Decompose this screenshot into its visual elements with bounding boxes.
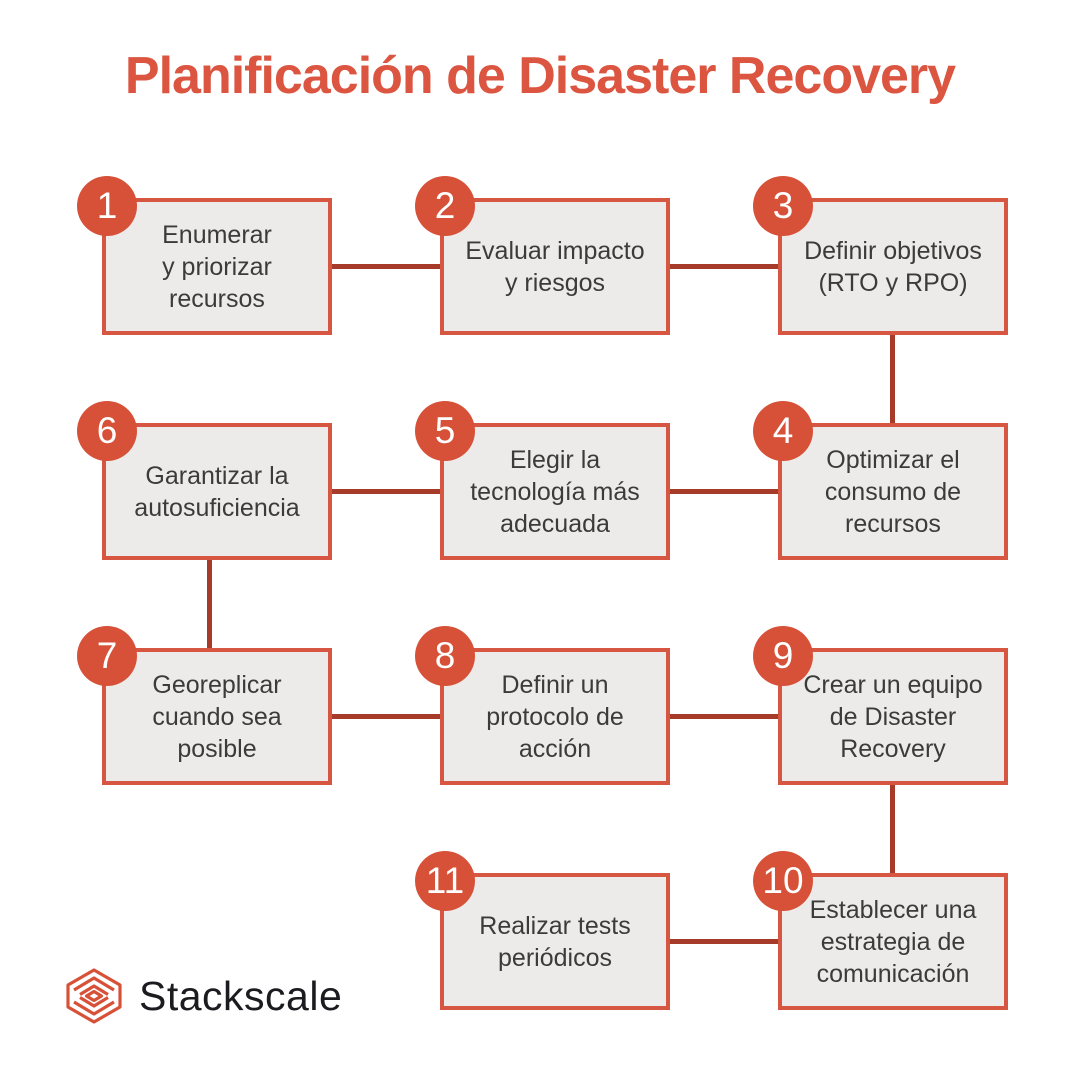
step-2-box: 2 Evaluar impacto y riesgos <box>415 176 670 335</box>
step-10-label: Establecer una estrategia de comunicació… <box>809 895 977 988</box>
step-11-label: Realizar tests periódicos <box>479 911 631 972</box>
step-9-label: Crear un equipo de Disaster Recovery <box>803 670 983 763</box>
step-3-label: Definir objetivos (RTO y RPO) <box>804 236 982 297</box>
step-11-number-badge: 11 <box>415 851 475 911</box>
connector-2-3 <box>666 264 782 269</box>
step-10-box: 10 Establecer una estrategia de comunica… <box>753 851 1008 1010</box>
stackscale-layers-icon <box>66 968 122 1024</box>
step-6-number-badge: 6 <box>77 401 137 461</box>
step-5-box: 5 Elegir la tecnología más adecuada <box>415 401 670 560</box>
step-1-number-badge: 1 <box>77 176 137 236</box>
step-7-box: 7 Georeplicar cuando sea posible <box>77 626 332 785</box>
step-5-label: Elegir la tecnología más adecuada <box>470 445 640 538</box>
step-1-label: Enumerar y priorizar recursos <box>162 220 272 313</box>
step-8-box: 8 Definir un protocolo de acción <box>415 626 670 785</box>
step-10-number-badge: 10 <box>753 851 813 911</box>
step-6-box: 6 Garantizar la autosuficiencia <box>77 401 332 560</box>
step-9-number-badge: 9 <box>753 626 813 686</box>
step-2-label: Evaluar impacto y riesgos <box>465 236 645 297</box>
step-7-number-badge: 7 <box>77 626 137 686</box>
step-5-number-badge: 5 <box>415 401 475 461</box>
connector-5-6 <box>328 489 444 494</box>
connector-4-5 <box>666 489 782 494</box>
stackscale-logo: Stackscale <box>64 966 342 1026</box>
step-11-box: 11 Realizar tests periódicos <box>415 851 670 1010</box>
step-2-number-badge: 2 <box>415 176 475 236</box>
step-3-number-badge: 3 <box>753 176 813 236</box>
step-4-label: Optimizar el consumo de recursos <box>824 445 962 538</box>
step-3-box: 3 Definir objetivos (RTO y RPO) <box>753 176 1008 335</box>
connector-1-2 <box>328 264 444 269</box>
step-9-box: 9 Crear un equipo de Disaster Recovery <box>753 626 1008 785</box>
step-8-number-badge: 8 <box>415 626 475 686</box>
step-8-label: Definir un protocolo de acción <box>486 670 624 763</box>
page-title: Planificación de Disaster Recovery <box>124 47 956 105</box>
connector-7-8 <box>328 714 444 719</box>
connector-10-11 <box>666 939 782 944</box>
step-4-number-badge: 4 <box>753 401 813 461</box>
connector-6-7 <box>207 556 212 652</box>
step-4-box: 4 Optimizar el consumo de recursos <box>753 401 1008 560</box>
connector-3-4 <box>890 331 895 427</box>
step-1-box: 1 Enumerar y priorizar recursos <box>77 176 332 335</box>
connector-8-9 <box>666 714 782 719</box>
step-6-label: Garantizar la autosuficiencia <box>134 461 300 522</box>
connector-9-10 <box>890 781 895 877</box>
step-7-label: Georeplicar cuando sea posible <box>152 670 282 763</box>
stackscale-logo-text: Stackscale <box>139 972 343 1019</box>
